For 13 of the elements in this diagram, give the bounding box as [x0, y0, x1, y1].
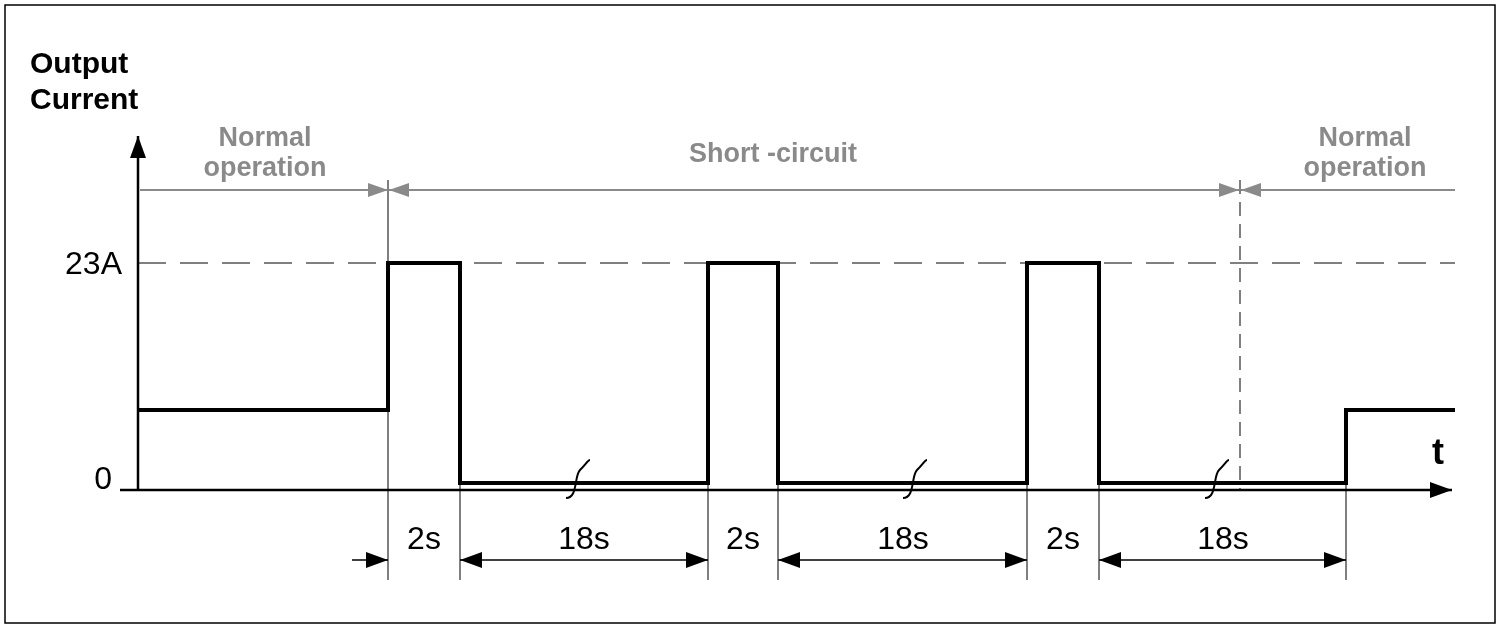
phase-label: Normal operation	[1302, 122, 1428, 182]
duration-label: 18s	[557, 520, 611, 556]
axis-label: t	[1431, 432, 1445, 472]
tick-label: 0	[93, 460, 112, 496]
duration-label: 2s	[1045, 520, 1081, 556]
tick-label: 23A	[64, 245, 122, 281]
duration-label: 2s	[406, 520, 442, 556]
duration-label: 18s	[1196, 520, 1250, 556]
phase-label: Short -circuit	[688, 138, 858, 168]
phase-label: Normal operation	[202, 122, 328, 182]
duration-label: 2s	[725, 520, 761, 556]
axis-title: Output Current	[30, 45, 140, 117]
duration-label: 18s	[876, 520, 930, 556]
